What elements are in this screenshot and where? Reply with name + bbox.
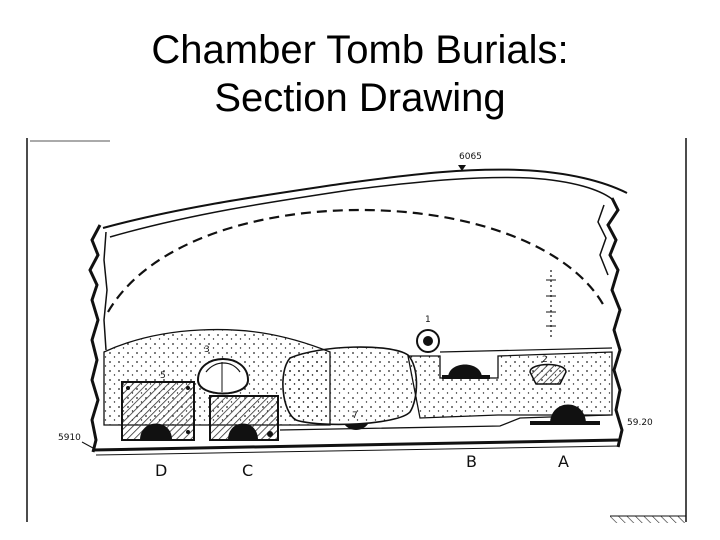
title-line-2: Section Drawing xyxy=(214,76,506,120)
ground-surface-line xyxy=(102,168,628,229)
object-number-1: 1 xyxy=(425,315,431,325)
burial-label-d: D xyxy=(155,461,167,480)
burial-c xyxy=(209,395,279,441)
chamber-left-wall xyxy=(88,224,102,453)
title-line-1: Chamber Tomb Burials: xyxy=(151,28,569,72)
burial-a xyxy=(530,404,600,425)
burial-b xyxy=(442,364,490,379)
elevation-left: 5910 xyxy=(58,433,81,443)
chamber-right-wall xyxy=(606,197,624,448)
object-3-vessel xyxy=(196,358,250,395)
chamber-right-wall-inner xyxy=(597,204,609,276)
fill-central-boulder xyxy=(282,346,418,426)
object-number-2: 2 xyxy=(542,355,548,365)
fill-right-deposit xyxy=(407,351,613,419)
object-7-bowl xyxy=(344,424,368,430)
burial-d xyxy=(121,381,195,441)
object-number-5: 5 xyxy=(160,371,166,381)
object-number-3: 3 xyxy=(204,345,210,355)
burial-label-c: C xyxy=(242,461,253,480)
ground-surface-line-2 xyxy=(109,176,613,238)
elevation-top-marker xyxy=(458,165,466,171)
burial-label-b: B xyxy=(466,452,477,471)
slide-title: Chamber Tomb Burials: Section Drawing xyxy=(0,26,720,122)
object-1-marker xyxy=(416,329,440,353)
elevation-right: 59.20 xyxy=(627,418,653,428)
object-number-7: 7 xyxy=(352,411,358,421)
chamber-left-wall-inner xyxy=(103,231,108,351)
object-2-vessel xyxy=(529,270,567,385)
ground-hatch-strip xyxy=(610,516,686,523)
chamber-floor xyxy=(92,438,621,452)
burial-label-a: A xyxy=(558,452,569,471)
reconstructed-vault-dashed xyxy=(107,208,605,313)
elevation-top: 6065 xyxy=(459,152,482,162)
